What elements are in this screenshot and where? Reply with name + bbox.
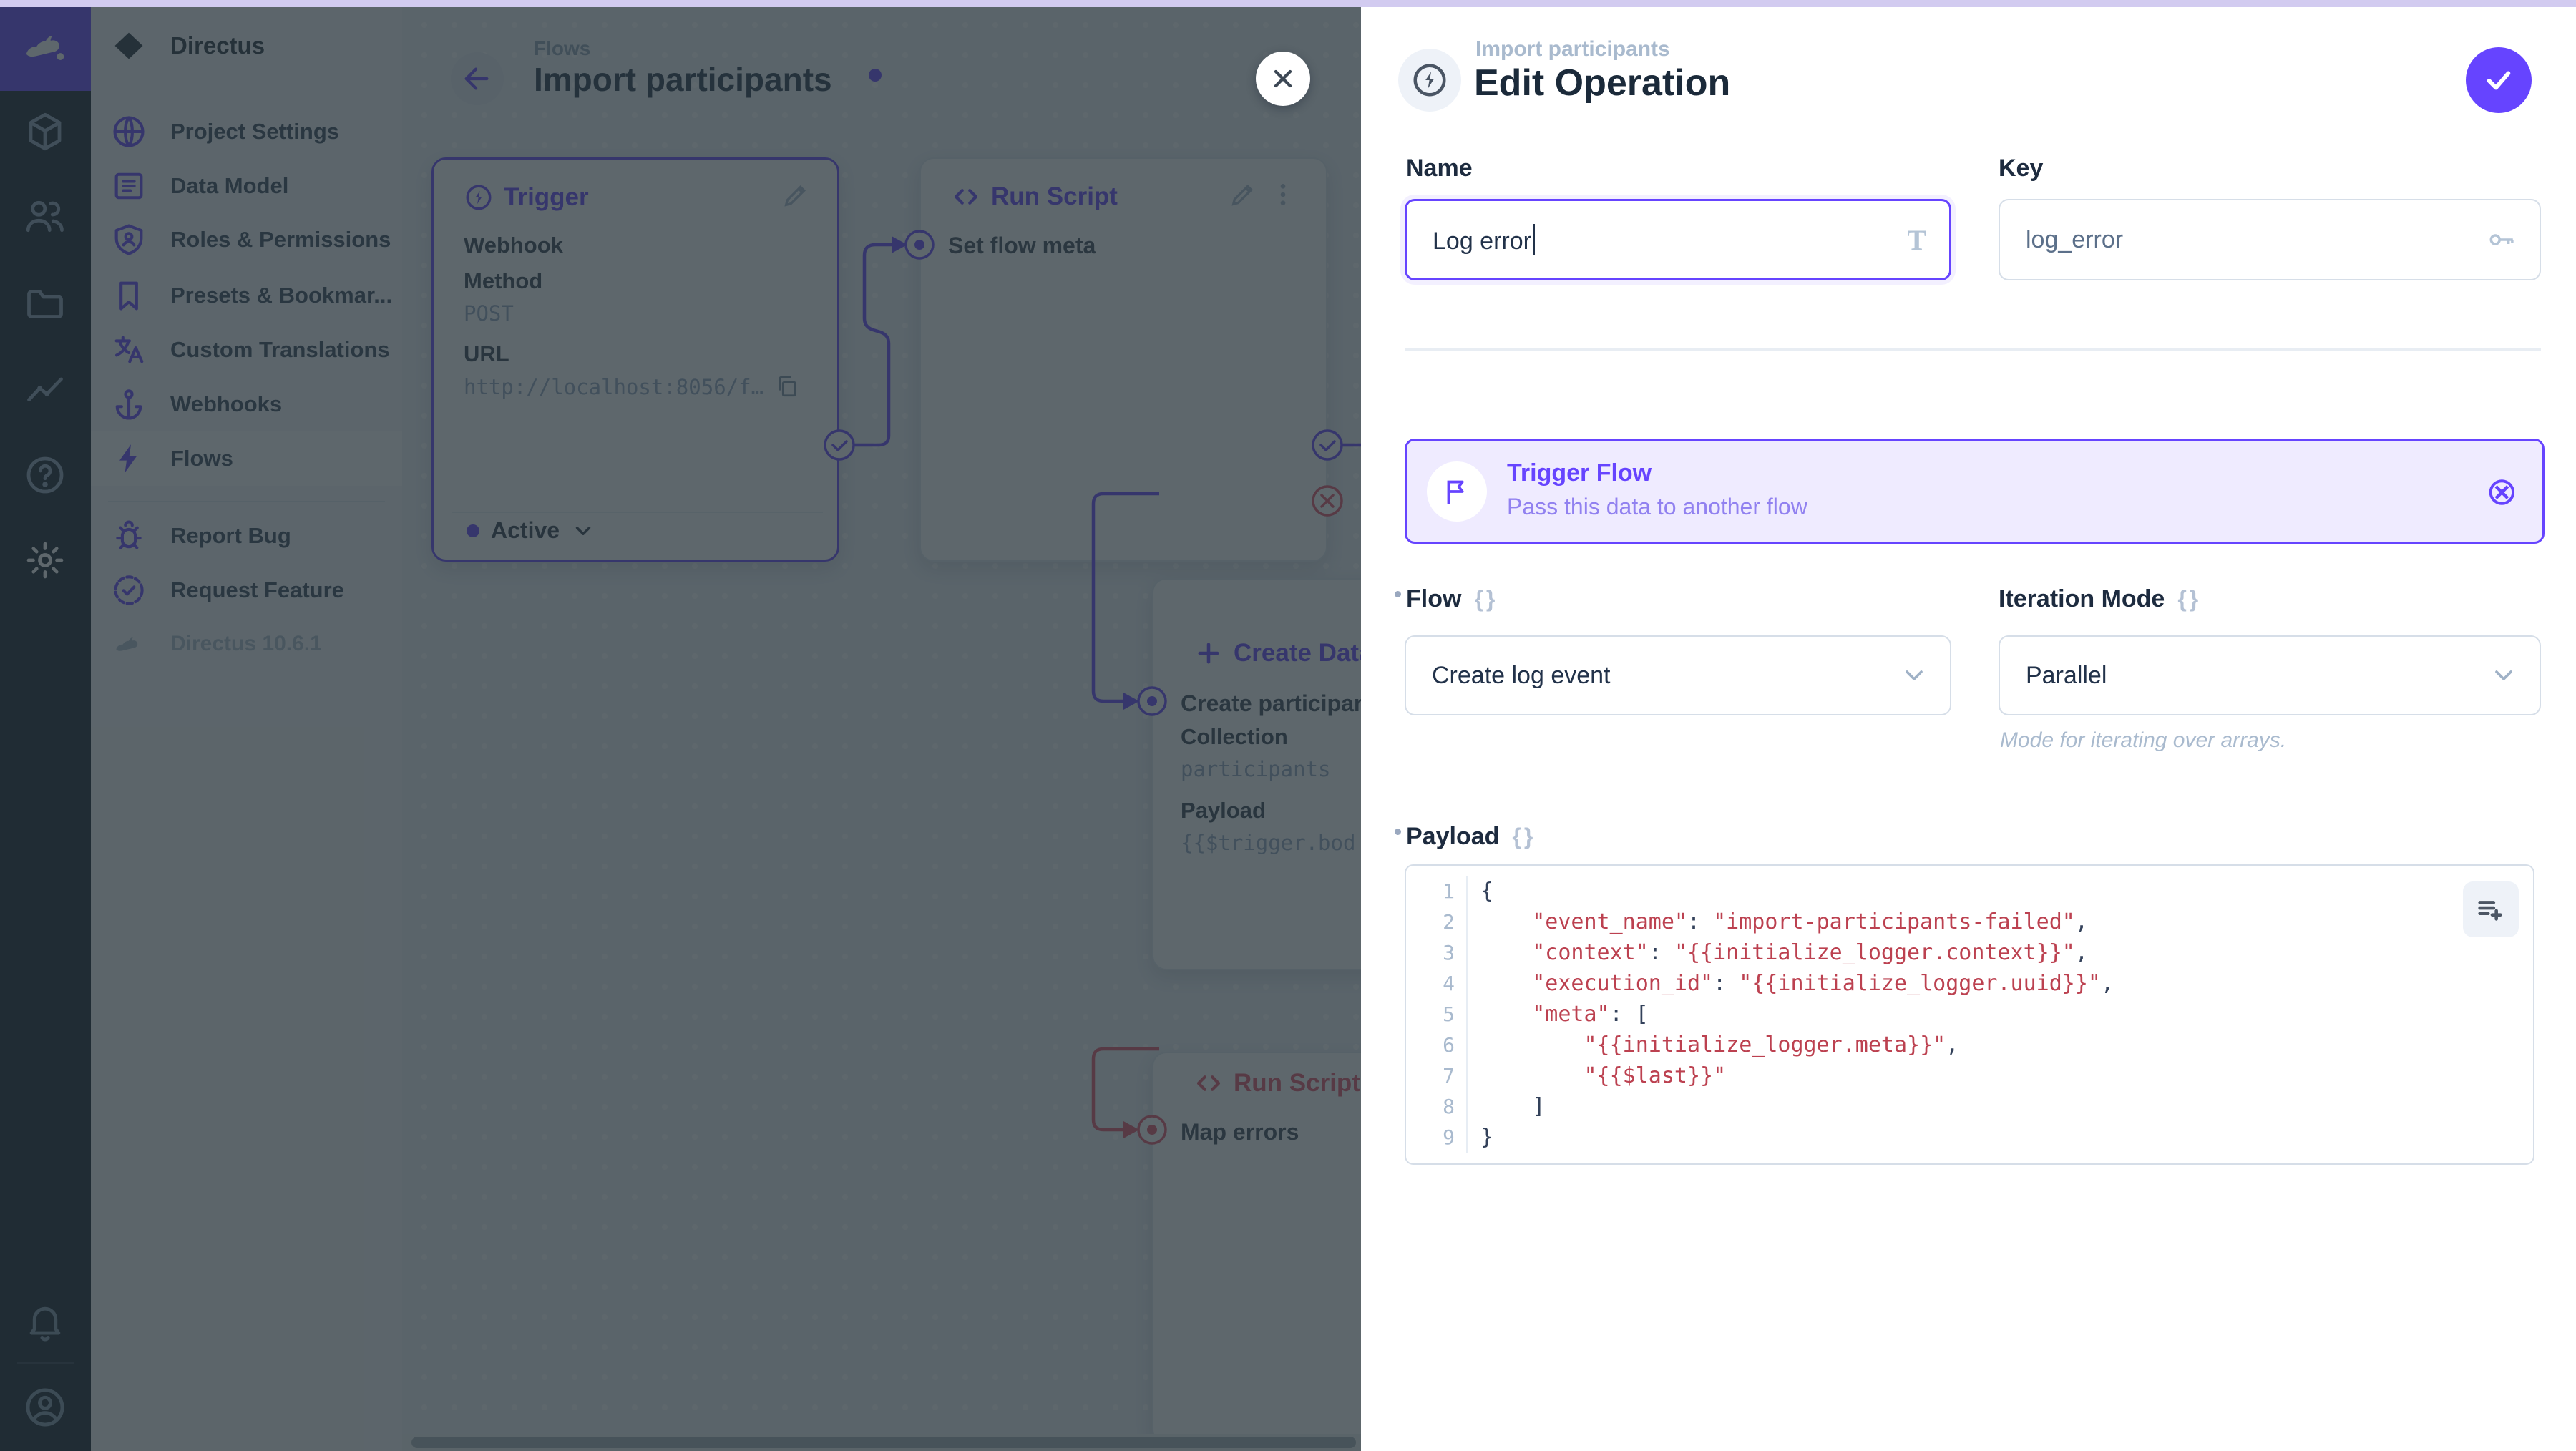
line-number: 6	[1406, 1030, 1468, 1060]
flow-select[interactable]: Create log event	[1405, 635, 1951, 715]
deselect-operation-icon[interactable]: ⊗	[2485, 470, 2518, 513]
line-number: 4	[1406, 968, 1468, 999]
banner-title: Trigger Flow	[1507, 459, 1652, 487]
top-accent-bar	[0, 0, 2576, 7]
line-number: 5	[1406, 999, 1468, 1030]
code-line: 3 "context": "{{initialize_logger.contex…	[1406, 937, 2533, 968]
line-number: 3	[1406, 937, 1468, 968]
required-dot	[1395, 591, 1401, 597]
drawer-scrim[interactable]	[0, 0, 1361, 1451]
name-label: Name	[1406, 155, 1473, 182]
payload-code-editor[interactable]: 1{2 "event_name": "import-participants-f…	[1405, 864, 2534, 1165]
section-divider	[1405, 348, 2541, 351]
required-dot	[1395, 829, 1401, 835]
code-line: 7 "{{$last}}"	[1406, 1060, 2533, 1091]
bolt-circle-icon	[1413, 64, 1446, 97]
code-line: 4 "execution_id": "{{initialize_logger.u…	[1406, 968, 2533, 999]
line-number: 2	[1406, 907, 1468, 937]
chevron-down-icon	[2495, 670, 2512, 680]
close-icon	[1274, 69, 1292, 88]
trigger-flow-banner[interactable]: Trigger Flow Pass this data to another f…	[1405, 439, 2545, 544]
line-number: 7	[1406, 1060, 1468, 1091]
iteration-mode-label: Iteration Mode{}	[1999, 585, 2202, 612]
flow-label: Flow{}	[1395, 585, 1498, 613]
flag-icon	[1447, 480, 1464, 504]
close-drawer-button[interactable]	[1256, 52, 1310, 106]
iteration-mode-select[interactable]: Parallel	[1999, 635, 2541, 715]
code-line: 1{	[1406, 876, 2533, 907]
name-input[interactable]: Log error T	[1405, 199, 1951, 280]
text-caret	[1532, 224, 1535, 255]
code-line: 9}	[1406, 1122, 2533, 1153]
code-line: 8 ]	[1406, 1091, 2533, 1122]
code-line: 2 "event_name": "import-participants-fai…	[1406, 907, 2533, 937]
line-number: 1	[1406, 876, 1468, 907]
title-icon: T	[1907, 223, 1926, 256]
edit-operation-drawer: Import participants Edit Operation Name …	[1361, 0, 2576, 1451]
check-icon	[2487, 71, 2511, 90]
interpolation-icon: {}	[1512, 824, 1536, 849]
key-label: Key	[1999, 155, 2044, 182]
line-number: 9	[1406, 1122, 1468, 1153]
drawer-breadcrumb: Import participants	[1475, 37, 1670, 61]
interpolation-icon: {}	[2177, 586, 2202, 612]
code-lines: 1{2 "event_name": "import-participants-f…	[1406, 876, 2533, 1153]
flag-circle	[1427, 461, 1487, 522]
key-icon	[2487, 225, 2517, 255]
expand-editor-button[interactable]	[2463, 881, 2519, 937]
payload-label: Payload{}	[1395, 823, 1536, 851]
banner-subtitle: Pass this data to another flow	[1507, 494, 1807, 519]
key-input[interactable]: log_error	[1999, 199, 2541, 280]
code-line: 6 "{{initialize_logger.meta}}",	[1406, 1030, 2533, 1060]
chevron-down-icon	[1906, 670, 1923, 680]
interpolation-icon: {}	[1474, 586, 1498, 612]
code-line: 5 "meta": [	[1406, 999, 2533, 1030]
operation-icon-circle	[1398, 49, 1461, 112]
playlist-add-icon	[2478, 901, 2502, 921]
drawer-title: Edit Operation	[1474, 62, 1731, 104]
line-number: 8	[1406, 1091, 1468, 1122]
save-button[interactable]	[2466, 47, 2532, 113]
iteration-hint: Mode for iterating over arrays.	[2000, 728, 2287, 752]
